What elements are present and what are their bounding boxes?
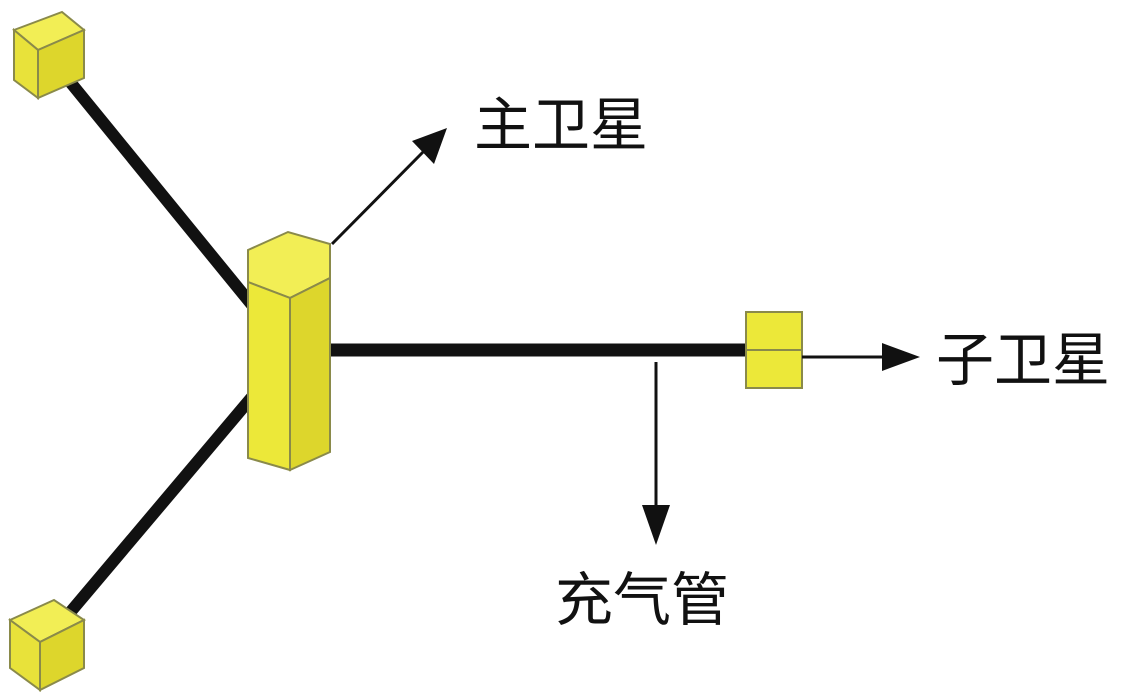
- arrow-main-satellite: [330, 128, 447, 246]
- cube-satellite-upper-left: [12, 10, 86, 100]
- main-satellite-prism: [247, 230, 331, 472]
- sub-satellite-box: [745, 311, 803, 389]
- arrow-sub-satellite: [802, 343, 920, 371]
- label-sub-satellite: 子卫星: [936, 326, 1110, 394]
- arrow-inflation-tube: [642, 362, 670, 545]
- tether-lower-left: [56, 372, 274, 628]
- label-inflation-tube: 充气管: [555, 566, 729, 634]
- cube-satellite-lower-left: [8, 598, 86, 692]
- tether-upper-left: [56, 66, 258, 311]
- label-main-satellite: 主卫星: [474, 91, 648, 159]
